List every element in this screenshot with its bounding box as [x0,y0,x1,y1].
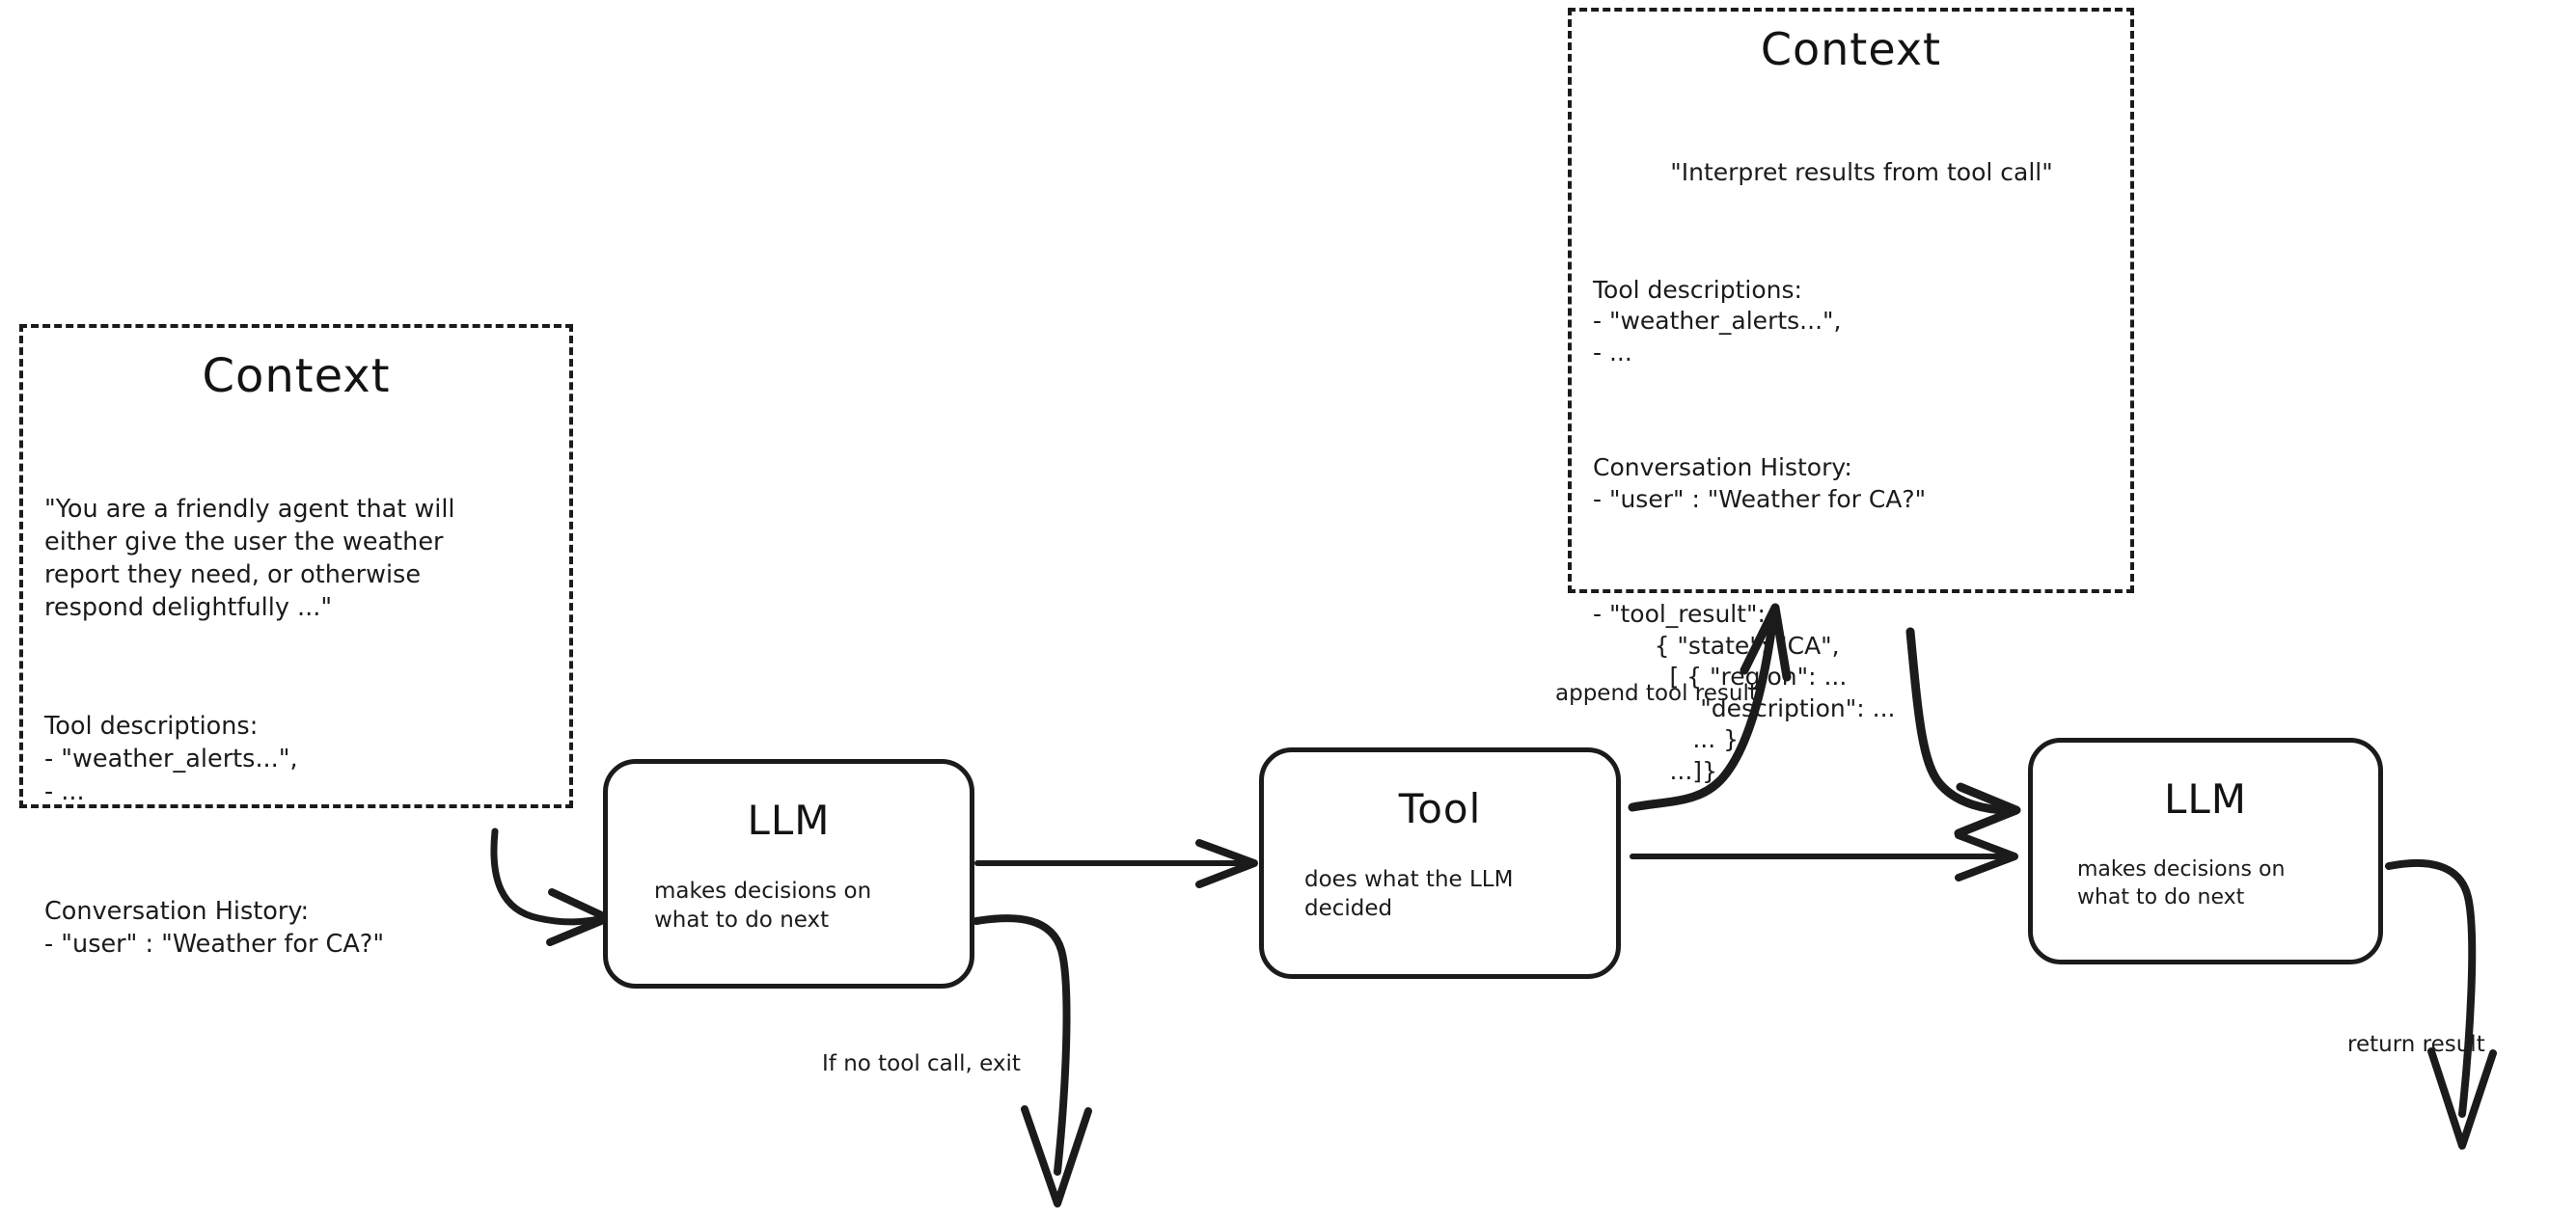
arrow-context2-to-llm2 [1905,627,2021,838]
context-box-left: Context "You are a friendly agent that w… [19,324,573,959]
context-right-title: Context [1760,23,1942,75]
node-llm-second-title: LLM [2163,775,2248,823]
node-llm-first-title: LLM [747,797,831,844]
arrow-llm1-exit [973,914,1092,1207]
arrow-llm2-return [2385,858,2497,1150]
arrow-tool-to-context2 [1628,603,1792,812]
context-left-system-prompt: "You are a friendly agent that will eith… [44,494,455,622]
context-left-tool-descriptions: Tool descriptions: - "weather_alerts..."… [44,712,298,807]
context-right-tool-result: - "tool_result": { "state": "CA", [ { "r… [1593,600,1896,785]
edge-label-if-no-tool-call-exit: If no tool call, exit [822,1051,1021,1076]
edge-label-return-result: return result [2347,1032,2485,1057]
context-right-tool-descriptions: Tool descriptions: - "weather_alerts..."… [1593,275,1842,366]
context-right-conversation-history: Conversation History: - "user" : "Weathe… [1593,453,1927,513]
context-right-system-prompt: "Interpret results from tool call" [1670,158,2053,186]
arrow-tool-to-llm2 [1630,831,2018,882]
context-left-title: Context [202,349,391,403]
context-left-conversation-history: Conversation History: - "user" : "Weathe… [44,896,385,959]
node-llm-second[interactable]: LLM makes decisions on what to do next [2028,738,2383,964]
edge-label-append-tool-result: append tool result [1555,681,1758,706]
node-tool-title: Tool [1398,785,1482,832]
node-llm-second-subtitle: makes decisions on what to do next [2077,857,2286,910]
node-tool-subtitle: does what the LLM decided [1304,867,1514,922]
context-box-right: Context "Interpret results from tool cal… [1568,8,2134,785]
context-left-body: "You are a friendly agent that will eith… [44,428,569,1026]
node-llm-first-subtitle: makes decisions on what to do next [654,879,872,934]
node-llm-first[interactable]: LLM makes decisions on what to do next [603,759,974,989]
node-tool[interactable]: Tool does what the LLM decided [1259,747,1621,979]
context-right-body: "Interpret results from tool call" Tool … [1593,95,2130,850]
arrow-llm1-to-tool [974,839,1258,888]
